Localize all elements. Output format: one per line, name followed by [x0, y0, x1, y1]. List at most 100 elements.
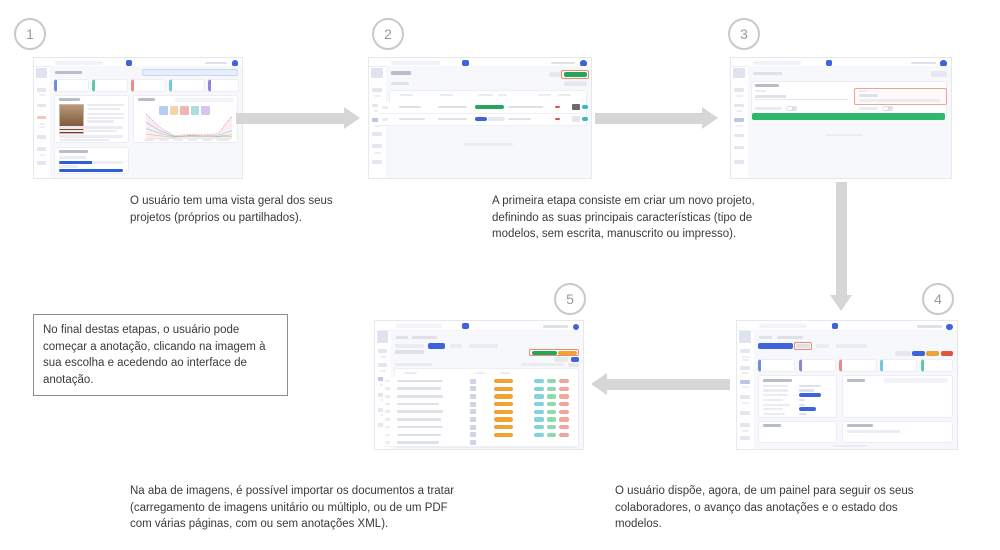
statistics-panel-select[interactable]	[884, 377, 949, 383]
statistics-filter-select[interactable]	[175, 97, 234, 103]
tab-manage-collaborators[interactable]	[468, 344, 498, 348]
row-edit-button[interactable]	[546, 402, 557, 407]
search-input[interactable]	[753, 60, 802, 65]
grid-menu-icon[interactable]	[462, 60, 469, 66]
sidebar-item-users[interactable]	[734, 133, 745, 138]
tab-images[interactable]	[796, 344, 810, 348]
search-input[interactable]	[391, 60, 441, 65]
row-delete-button[interactable]	[559, 379, 570, 384]
sidebar-item-users[interactable]	[378, 392, 388, 397]
sidebar-item-settings[interactable]	[378, 408, 388, 413]
sidebar-item-projects[interactable]	[372, 103, 383, 108]
tab-project-dashboard[interactable]	[757, 343, 794, 349]
row-delete-button[interactable]	[559, 417, 570, 422]
secondary-toolbar-button[interactable]	[553, 357, 569, 362]
avatar[interactable]	[572, 323, 580, 331]
create-project-submit-button[interactable]	[751, 112, 946, 120]
row-delete-button[interactable]	[559, 394, 570, 399]
sidebar-item-active[interactable]	[37, 115, 47, 120]
sidebar-item-logout[interactable]	[740, 436, 751, 441]
row-delete-button[interactable]	[559, 386, 570, 391]
new-project-screen[interactable]	[730, 57, 952, 179]
sidebar-item-projects[interactable]	[37, 103, 47, 108]
row-view-button[interactable]	[534, 386, 544, 391]
row-delete-button[interactable]	[559, 402, 570, 407]
table-row[interactable]	[377, 101, 589, 114]
row-checkbox[interactable]	[385, 395, 391, 398]
row-delete-button[interactable]	[559, 425, 570, 430]
search-input[interactable]	[395, 323, 442, 329]
row-edit-button[interactable]	[546, 425, 557, 430]
row-checkbox[interactable]	[385, 433, 391, 437]
row-image-name[interactable]	[396, 395, 444, 398]
tab-models[interactable]	[449, 344, 463, 348]
table-row[interactable]	[383, 438, 577, 448]
sidebar-item-active[interactable]	[372, 118, 383, 122]
sidebar-item-help[interactable]	[378, 423, 388, 428]
sidebar-item-help[interactable]	[37, 161, 47, 166]
sidebar-item-projects[interactable]	[734, 103, 745, 108]
sidebar-item-settings[interactable]	[37, 146, 47, 151]
bulk-actions-button[interactable]	[568, 362, 579, 367]
avatar[interactable]	[940, 60, 947, 67]
row-checkbox[interactable]	[382, 105, 389, 109]
row-checkbox[interactable]	[385, 418, 391, 421]
row-delete-button[interactable]	[559, 432, 570, 437]
row-view-button[interactable]	[534, 409, 544, 414]
action-button-1[interactable]	[895, 351, 911, 357]
table-row[interactable]	[377, 113, 589, 126]
table-options-button[interactable]	[564, 81, 587, 87]
action-button-2[interactable]	[911, 351, 926, 357]
sidebar-item-active[interactable]	[734, 118, 745, 122]
row-image-name[interactable]	[396, 402, 440, 406]
tab-project-dashboard[interactable]	[394, 344, 424, 348]
sidebar-item-projects[interactable]	[740, 365, 751, 370]
nowriting-toggle[interactable]	[881, 106, 893, 111]
row-edit-button[interactable]	[546, 379, 557, 384]
filter-button[interactable]	[548, 71, 563, 78]
row-view-button[interactable]	[534, 432, 544, 437]
images-list-screen[interactable]	[374, 320, 584, 450]
sidebar-item-users[interactable]	[372, 132, 383, 137]
sidebar-item-dashboard[interactable]	[37, 88, 47, 92]
grid-menu-icon[interactable]	[831, 323, 839, 330]
handwriting-toggle[interactable]	[786, 106, 797, 111]
tab-images[interactable]	[428, 343, 445, 349]
row-checkbox[interactable]	[385, 402, 391, 406]
breadcrumb-projects[interactable]	[395, 335, 409, 340]
row-image-name[interactable]	[396, 387, 442, 391]
search-input[interactable]	[54, 60, 103, 65]
sidebar-item-help[interactable]	[372, 160, 383, 164]
row-edit-button[interactable]	[546, 432, 557, 437]
sidebar-item-users[interactable]	[37, 134, 47, 139]
row-view-button[interactable]	[534, 417, 544, 422]
project-name-input[interactable]	[755, 94, 786, 98]
sidebar-item-settings[interactable]	[740, 410, 751, 415]
sidebar-item-dashboard[interactable]	[734, 88, 745, 92]
row-checkbox[interactable]	[385, 441, 391, 444]
row-image-name[interactable]	[396, 433, 442, 437]
grid-menu-icon[interactable]	[125, 60, 133, 66]
action-button-4[interactable]	[940, 351, 953, 357]
dashboard-screen[interactable]	[33, 57, 243, 179]
row-view-button[interactable]	[534, 379, 544, 384]
tab-manage-collaborators[interactable]	[836, 344, 867, 348]
avatar[interactable]	[231, 60, 239, 67]
sidebar-item-active[interactable]	[378, 377, 388, 382]
sidebar-item-projects[interactable]	[378, 363, 388, 368]
row-edit-button[interactable]	[546, 394, 557, 399]
row-view-button[interactable]	[534, 402, 544, 407]
row-edit-button[interactable]	[582, 104, 589, 110]
breadcrumb-projects[interactable]	[759, 335, 773, 340]
grid-menu-icon[interactable]	[462, 323, 469, 330]
sidebar-item-users[interactable]	[740, 395, 751, 400]
row-image-name[interactable]	[396, 441, 440, 444]
row-checkbox[interactable]	[385, 410, 391, 414]
action-button-3[interactable]	[926, 351, 940, 357]
row-checkbox[interactable]	[382, 117, 389, 121]
sidebar-item-help[interactable]	[734, 160, 745, 164]
row-checkbox[interactable]	[385, 379, 391, 383]
row-image-name[interactable]	[396, 410, 444, 414]
row-view-button[interactable]	[534, 394, 544, 399]
search-input[interactable]	[759, 323, 808, 329]
